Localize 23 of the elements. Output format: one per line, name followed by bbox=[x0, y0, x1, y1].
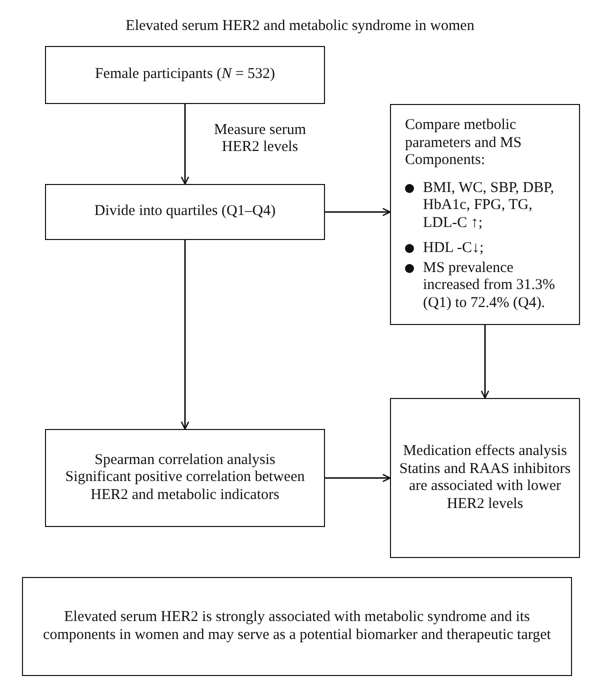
arrow bbox=[480, 325, 490, 399]
box-heading: Spearman correlation analysis bbox=[94, 452, 276, 470]
bullet-text: MS prevalence increased from 31.3% (Q1) to 72.4% (Q4). bbox=[423, 260, 556, 312]
box-text: Divide into quartiles (Q1–Q4) bbox=[94, 203, 276, 221]
arrow bbox=[180, 104, 190, 185]
arrow bbox=[325, 208, 391, 216]
diagram-title: Elevated serum HER2 and metabolic syndrome in women bbox=[124, 18, 476, 35]
box-text: Female participants (N = 532) bbox=[94, 66, 276, 84]
process-box bbox=[390, 398, 580, 558]
bullet-text: HDL -C↓; bbox=[423, 240, 484, 258]
process-box bbox=[390, 104, 580, 325]
box-text: Statins and RAAS inhibitors are associated with lower HER2 levels bbox=[399, 460, 571, 513]
box-heading: Medication effects analysis bbox=[403, 443, 567, 460]
box-text: Elevated serum HER2 is strongly associated with metabolic syndrome and its components in women and may serve as a potential biomarker and therapeutic target bbox=[42, 609, 552, 644]
box-text: Significant positive correlation between HER2 and metabolic indicators bbox=[64, 469, 306, 504]
bullet-text: BMI, WC, SBP, DBP, HbA1c, FPG, TG, LDL-C ↑; bbox=[423, 180, 556, 232]
process-box bbox=[45, 184, 325, 240]
process-box bbox=[22, 577, 572, 676]
process-box bbox=[45, 429, 325, 527]
process-box bbox=[45, 46, 325, 104]
arrow bbox=[325, 474, 391, 482]
arrow bbox=[180, 240, 190, 430]
box-heading: Compare metbolic parameters and MS Components: bbox=[405, 117, 523, 170]
